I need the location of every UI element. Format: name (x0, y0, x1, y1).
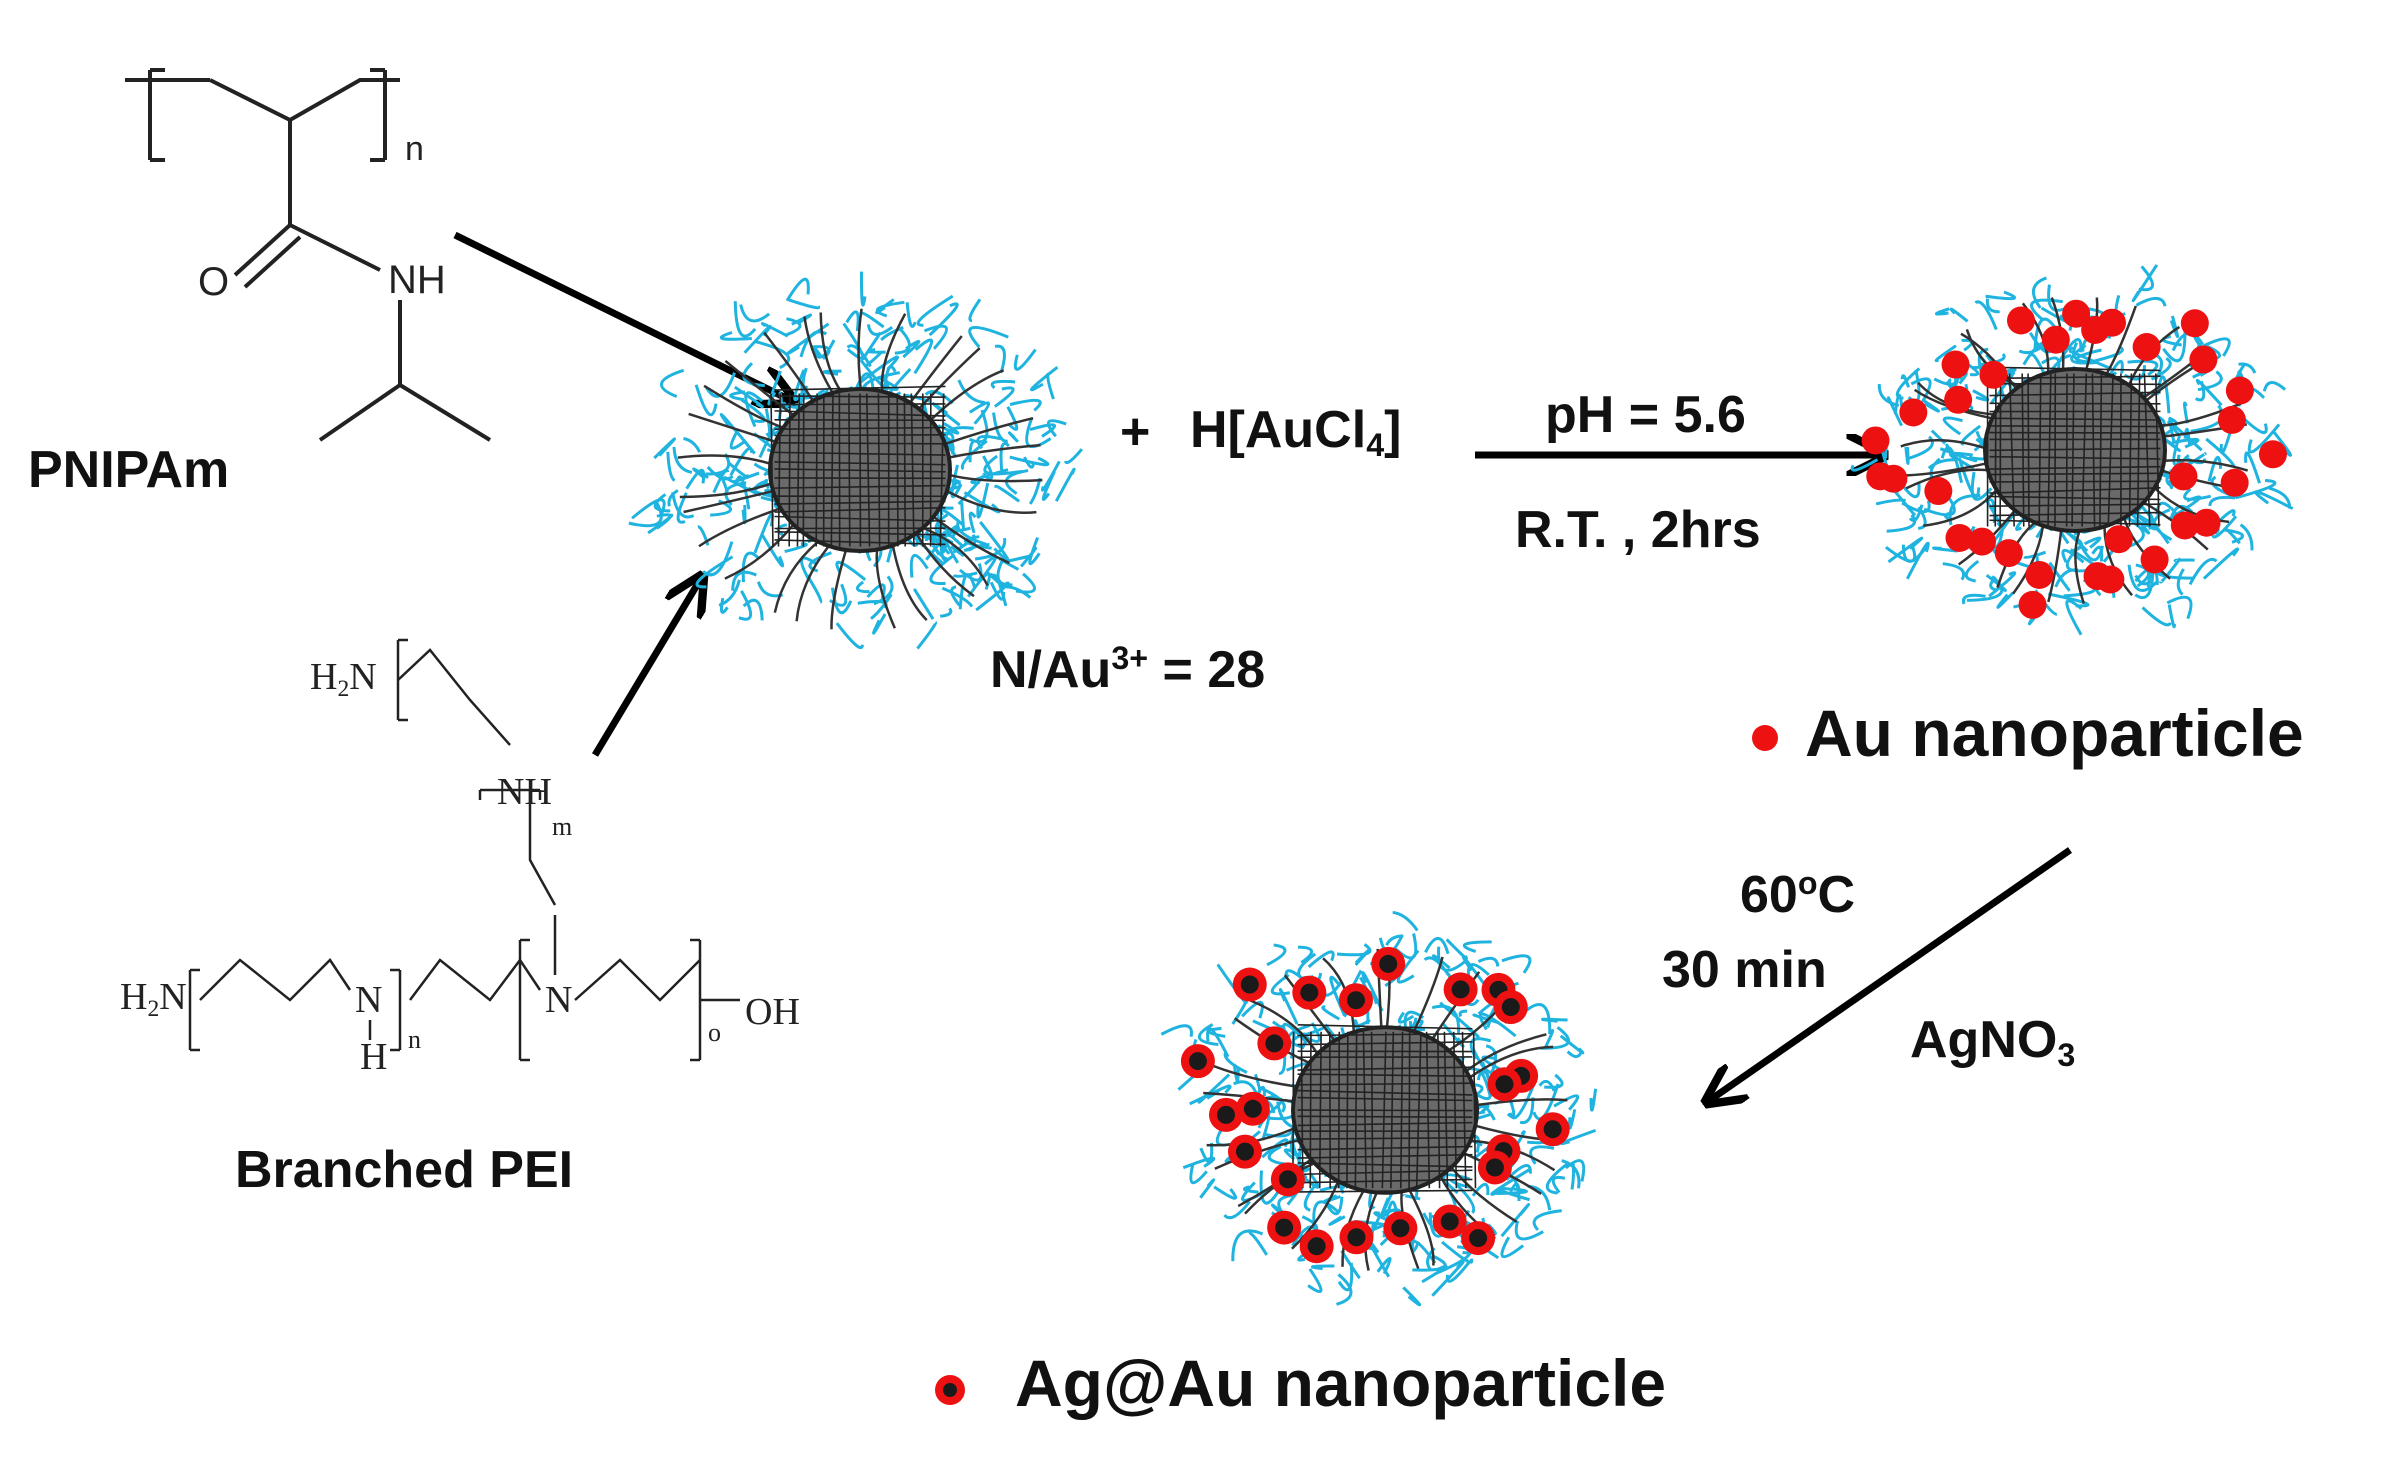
au-nanoparticle (2170, 511, 2199, 540)
au-nanoparticle (1994, 539, 2023, 568)
au-nanoparticle (2007, 306, 2036, 335)
au-nanoparticle (2225, 376, 2254, 405)
reagent-label: H[AuCl4] (1190, 401, 1402, 464)
agau-nanoparticle-core (1451, 980, 1470, 999)
au-nanoparticle (2169, 462, 2198, 491)
au-nanoparticle (2180, 309, 2209, 338)
pei-n-sub: n (408, 1025, 421, 1054)
legend-agau-core (943, 1383, 957, 1397)
pei-o-sub: o (708, 1018, 721, 1047)
agau-nanoparticle-core (1240, 975, 1259, 994)
agau-nanoparticle-core (1379, 954, 1398, 973)
au-nanoparticle (1924, 477, 1953, 506)
pei-oh: OH (745, 991, 800, 1033)
pei-h: H (360, 1036, 388, 1078)
microgel-au (1850, 264, 2294, 636)
agau-nanoparticle-core (1278, 1170, 1297, 1189)
au-nanoparticle (1899, 398, 1928, 427)
pnipam-structure (125, 68, 492, 442)
legend-agau-label: Ag@Au nanoparticle (1015, 1346, 1667, 1420)
au-nanoparticle (2189, 345, 2218, 374)
pei-n2: N (545, 979, 573, 1021)
agau-nanoparticle-core (1495, 1075, 1514, 1094)
au-nanoparticle (2217, 405, 2246, 434)
au-nanoparticle (2104, 525, 2133, 554)
agau-nanoparticle-core (1216, 1105, 1235, 1124)
au-nanoparticle (2097, 308, 2126, 337)
microgel-bare (628, 271, 1084, 650)
pei-h2n-top: H2N (310, 656, 377, 702)
au-nanoparticle (1968, 527, 1997, 556)
pnipam-label: PNIPAm (28, 441, 230, 499)
pnipam-nh: NH (388, 258, 446, 302)
agau-nanoparticle-core (1469, 1229, 1488, 1248)
au-nanoparticle (2018, 590, 2047, 619)
au-nanoparticle (1861, 426, 1890, 455)
au-nanoparticle (2041, 325, 2070, 354)
agau-nanoparticle-core (1543, 1120, 1562, 1139)
agau-nanoparticle-core (1347, 1228, 1366, 1247)
agau-nanoparticle-core (1346, 991, 1365, 1010)
au-nanoparticle (2062, 299, 2091, 328)
au-nanoparticle (1979, 360, 2008, 389)
agau-nanoparticle-core (1300, 983, 1319, 1002)
legend-au-label: Au nanoparticle (1805, 696, 2304, 770)
condition-time: R.T. , 2hrs (1515, 501, 1761, 559)
pei-nh: NH (497, 771, 552, 813)
arrow-pnipam (453, 231, 790, 400)
pnipam-o: O (198, 260, 230, 304)
au-nanoparticle (1945, 523, 1974, 552)
agau-nanoparticle-core (1235, 1142, 1254, 1161)
agau-nanoparticle-core (1265, 1034, 1284, 1053)
au-nanoparticle (2220, 468, 2249, 497)
agau-nanoparticle-core (1307, 1237, 1326, 1256)
arrow-pei (591, 580, 700, 757)
plus-sign: + (1120, 403, 1151, 461)
pei-structure (188, 638, 740, 1062)
agau-nanoparticle-core (1243, 1099, 1262, 1118)
pnipam-n: n (405, 130, 424, 168)
agau-nanoparticle-core (1485, 1158, 1504, 1177)
ratio-label: N/Au3+ = 28 (990, 640, 1266, 699)
au-nanoparticle (2132, 333, 2161, 362)
pei-h2n-bottom: H2N (120, 976, 187, 1022)
microgel-agau (1160, 910, 1598, 1307)
branched-pei-label: Branched PEI (235, 1141, 574, 1199)
au-nanoparticle (2025, 560, 2054, 589)
condition-temp: 60oC (1740, 865, 1856, 924)
au-nanoparticle (2192, 508, 2221, 537)
pei-n1: N (355, 979, 383, 1021)
au-nanoparticle (2140, 545, 2169, 574)
agau-nanoparticle-core (1440, 1212, 1459, 1231)
pei-m: m (552, 812, 573, 841)
au-nanoparticle (1941, 350, 1970, 379)
agau-nanoparticle-core (1275, 1218, 1294, 1237)
agno3-label: AgNO3 (1910, 1011, 2076, 1074)
condition-duration: 30 min (1662, 941, 1827, 999)
legend-au-dot (1752, 725, 1778, 751)
au-nanoparticle (2083, 562, 2112, 591)
au-nanoparticle (2258, 440, 2287, 469)
arrow-step2 (1710, 847, 2072, 1100)
agau-nanoparticle-core (1391, 1219, 1410, 1238)
condition-ph: pH = 5.6 (1545, 386, 1746, 444)
au-nanoparticle (1944, 385, 1973, 414)
au-nanoparticle (1866, 462, 1895, 491)
agau-nanoparticle-core (1501, 998, 1520, 1017)
agau-nanoparticle-core (1188, 1052, 1207, 1071)
